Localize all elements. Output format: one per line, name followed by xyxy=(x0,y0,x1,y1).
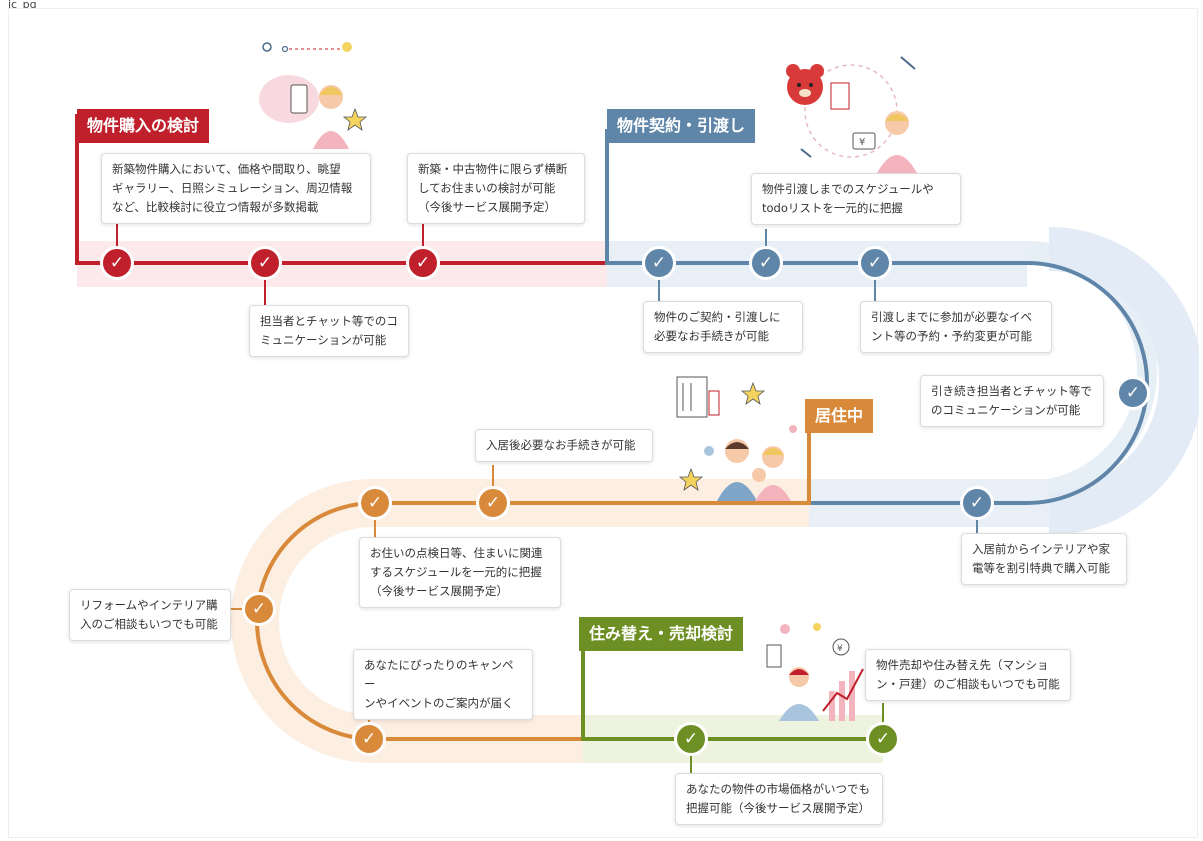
person-thinking-illustration xyxy=(259,42,368,149)
checkpoint-icon: ✓ xyxy=(1116,376,1150,410)
page-label: ic_pg xyxy=(8,0,37,11)
checkpoint-icon: ✓ xyxy=(476,486,510,520)
note-sale-consult: 物件売却や住み替え先（マンショ ン・戸建）のご相談もいつでも可能 xyxy=(865,649,1071,701)
checkpoint-icon: ✓ xyxy=(749,246,783,280)
sale-consult-illustration: ¥ xyxy=(766,623,864,721)
note-discount-purchase: 入居前からインテリアや家 電等を割引特典で購入可能 xyxy=(961,533,1127,585)
stage-tag-living: 居住中 xyxy=(805,399,874,433)
note-reform-consult: リフォームやインテリア購 入のご相談もいつでも可能 xyxy=(69,589,231,641)
note-event-reservation: 引渡しまでに参加が必要なイベ ント等の予約・予約変更が可能 xyxy=(860,301,1052,353)
checkpoint-icon: ✓ xyxy=(242,592,276,626)
checkpoint-icon: ✓ xyxy=(358,486,392,520)
note-campaign-info: あなたにぴったりのキャンペー ンやイベントのご案内が届く xyxy=(353,649,533,720)
stage-tag-purchase: 物件購入の検討 xyxy=(77,109,210,143)
note-cross-search: 新築・中古物件に限らず横断 してお住まいの検討が可能 （今後サービス展開予定） xyxy=(407,153,585,224)
checkpoint-icon: ✓ xyxy=(352,722,386,756)
checkpoint-icon: ✓ xyxy=(642,246,676,280)
checkpoint-icon: ✓ xyxy=(406,246,440,280)
checkpoint-icon: ✓ xyxy=(674,722,708,756)
note-market-price: あなたの物件の市場価格がいつでも 把握可能（今後サービス展開予定） xyxy=(675,773,883,825)
note-home-schedule: お住いの点検日等、住まいに関連 するスケジュールを一元的に把握 （今後サービス展… xyxy=(359,537,561,608)
note-chat-communication: 担当者とチャット等でのコ ミュニケーションが可能 xyxy=(249,305,409,357)
stage-tag-sale: 住み替え・売却検討 xyxy=(579,617,744,651)
note-schedule-todo: 物件引渡しまでのスケジュールや todoリストを一元的に把握 xyxy=(751,173,961,225)
checkpoint-icon: ✓ xyxy=(100,246,134,280)
checkpoint-icon: ✓ xyxy=(858,246,892,280)
svg-text:¥: ¥ xyxy=(837,644,843,654)
svg-text:¥: ¥ xyxy=(859,137,865,148)
note-continued-chat: 引き続き担当者とチャット等で のコミュニケーションが可能 xyxy=(920,375,1104,427)
note-post-move-procedures: 入居後必要なお手続きが可能 xyxy=(475,429,653,462)
customer-journey-diagram: 物件購入の検討 物件契約・引渡し 居住中 住み替え・売却検討 新築物件購入におい… xyxy=(8,8,1199,838)
checkpoint-icon: ✓ xyxy=(960,486,994,520)
stage-tag-contract: 物件契約・引渡し xyxy=(607,109,756,143)
note-comparison-info: 新築物件購入において、価格や間取り、眺望 ギャラリー、日照シミュレーション、周辺… xyxy=(101,153,371,224)
checkpoint-icon: ✓ xyxy=(866,722,900,756)
key-handover-illustration: ¥ xyxy=(786,56,917,173)
note-contract-procedures: 物件のご契約・引渡しに 必要なお手続きが可能 xyxy=(643,301,803,353)
checkpoint-icon: ✓ xyxy=(248,246,282,280)
family-illustration xyxy=(676,376,797,501)
